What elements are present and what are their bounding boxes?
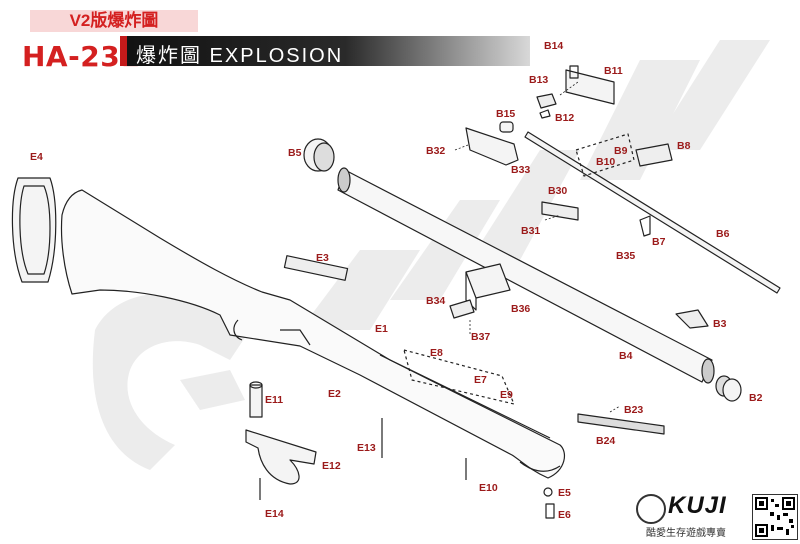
- part-b8: [635, 143, 673, 167]
- label-b33: B33: [511, 164, 531, 176]
- part-b12: [539, 109, 551, 119]
- label-e13: E13: [357, 442, 376, 454]
- kuji-logo-icon: [636, 494, 666, 524]
- part-b33: [465, 127, 519, 166]
- label-e1: E1: [375, 323, 388, 335]
- label-b7: B7: [652, 236, 666, 248]
- label-b34: B34: [426, 295, 446, 307]
- label-e14: E14: [265, 508, 284, 520]
- version-badge: V2版爆炸圖: [30, 10, 198, 32]
- part-b11: [565, 65, 615, 105]
- qr-code-icon: [752, 494, 798, 540]
- brand-block: KUJI 酷愛生存遊戲專賣: [636, 492, 750, 540]
- label-b9: B9: [614, 145, 628, 157]
- label-e9: E9: [500, 389, 513, 401]
- part-e3: [283, 255, 349, 281]
- part-b5-ring: [303, 138, 335, 172]
- part-b13: [536, 93, 557, 109]
- brand-tagline: 酷愛生存遊戲專賣: [646, 528, 726, 539]
- label-e10: E10: [479, 482, 498, 494]
- label-b23: B23: [624, 404, 644, 416]
- label-b37: B37: [471, 331, 491, 343]
- label-b32: B32: [426, 145, 446, 157]
- label-b35: B35: [616, 250, 636, 262]
- label-b36: B36: [511, 303, 531, 315]
- part-b7: [639, 215, 651, 237]
- label-b14: B14: [544, 40, 564, 52]
- label-b4: B4: [619, 350, 633, 362]
- part-b9-group: [575, 133, 635, 177]
- label-b3: B3: [713, 318, 727, 330]
- part-b2-end-cap: [715, 375, 742, 402]
- part-e12-trigger-guard: [245, 429, 317, 485]
- label-b13: B13: [529, 74, 549, 86]
- part-b36: [465, 263, 511, 311]
- part-e6-bolt: [545, 503, 555, 519]
- label-b24: B24: [596, 435, 616, 447]
- part-e-group: [403, 349, 515, 405]
- label-e11: E11: [265, 394, 284, 406]
- label-b8: B8: [677, 140, 691, 152]
- part-b24-rail: [577, 413, 665, 435]
- label-e8: E8: [430, 347, 443, 359]
- label-b5: B5: [288, 147, 302, 159]
- part-b3: [675, 309, 709, 329]
- brand-logo: KUJI: [668, 492, 727, 519]
- label-e12: E12: [322, 460, 341, 472]
- label-b6: B6: [716, 228, 730, 240]
- part-b6-rod: [524, 131, 781, 294]
- label-b2: B2: [749, 392, 763, 404]
- title-accent-bar: [120, 36, 127, 66]
- part-e5-nut: [543, 487, 553, 497]
- label-b31: B31: [521, 225, 541, 237]
- part-stock-body: [60, 189, 566, 479]
- label-e2: E2: [328, 388, 341, 400]
- label-b12: B12: [555, 112, 575, 124]
- label-e4: E4: [30, 151, 43, 163]
- label-b15: B15: [496, 108, 516, 120]
- label-b11: B11: [604, 65, 623, 77]
- part-b34: [449, 299, 475, 319]
- label-b30: B30: [548, 185, 568, 197]
- label-e6: E6: [558, 509, 571, 521]
- part-b4-barrel-tube: [337, 167, 715, 384]
- part-b15: [499, 121, 514, 133]
- page-title: 爆炸圖 EXPLOSION: [136, 45, 344, 67]
- title-band: 爆炸圖 EXPLOSION: [120, 36, 530, 67]
- label-e5: E5: [558, 487, 571, 499]
- label-b10: B10: [596, 156, 616, 168]
- label-e7: E7: [474, 374, 487, 386]
- part-e11: [249, 381, 263, 418]
- label-e3: E3: [316, 252, 329, 264]
- part-b30: [541, 201, 579, 221]
- part-e4-recoil-pad: [11, 177, 57, 283]
